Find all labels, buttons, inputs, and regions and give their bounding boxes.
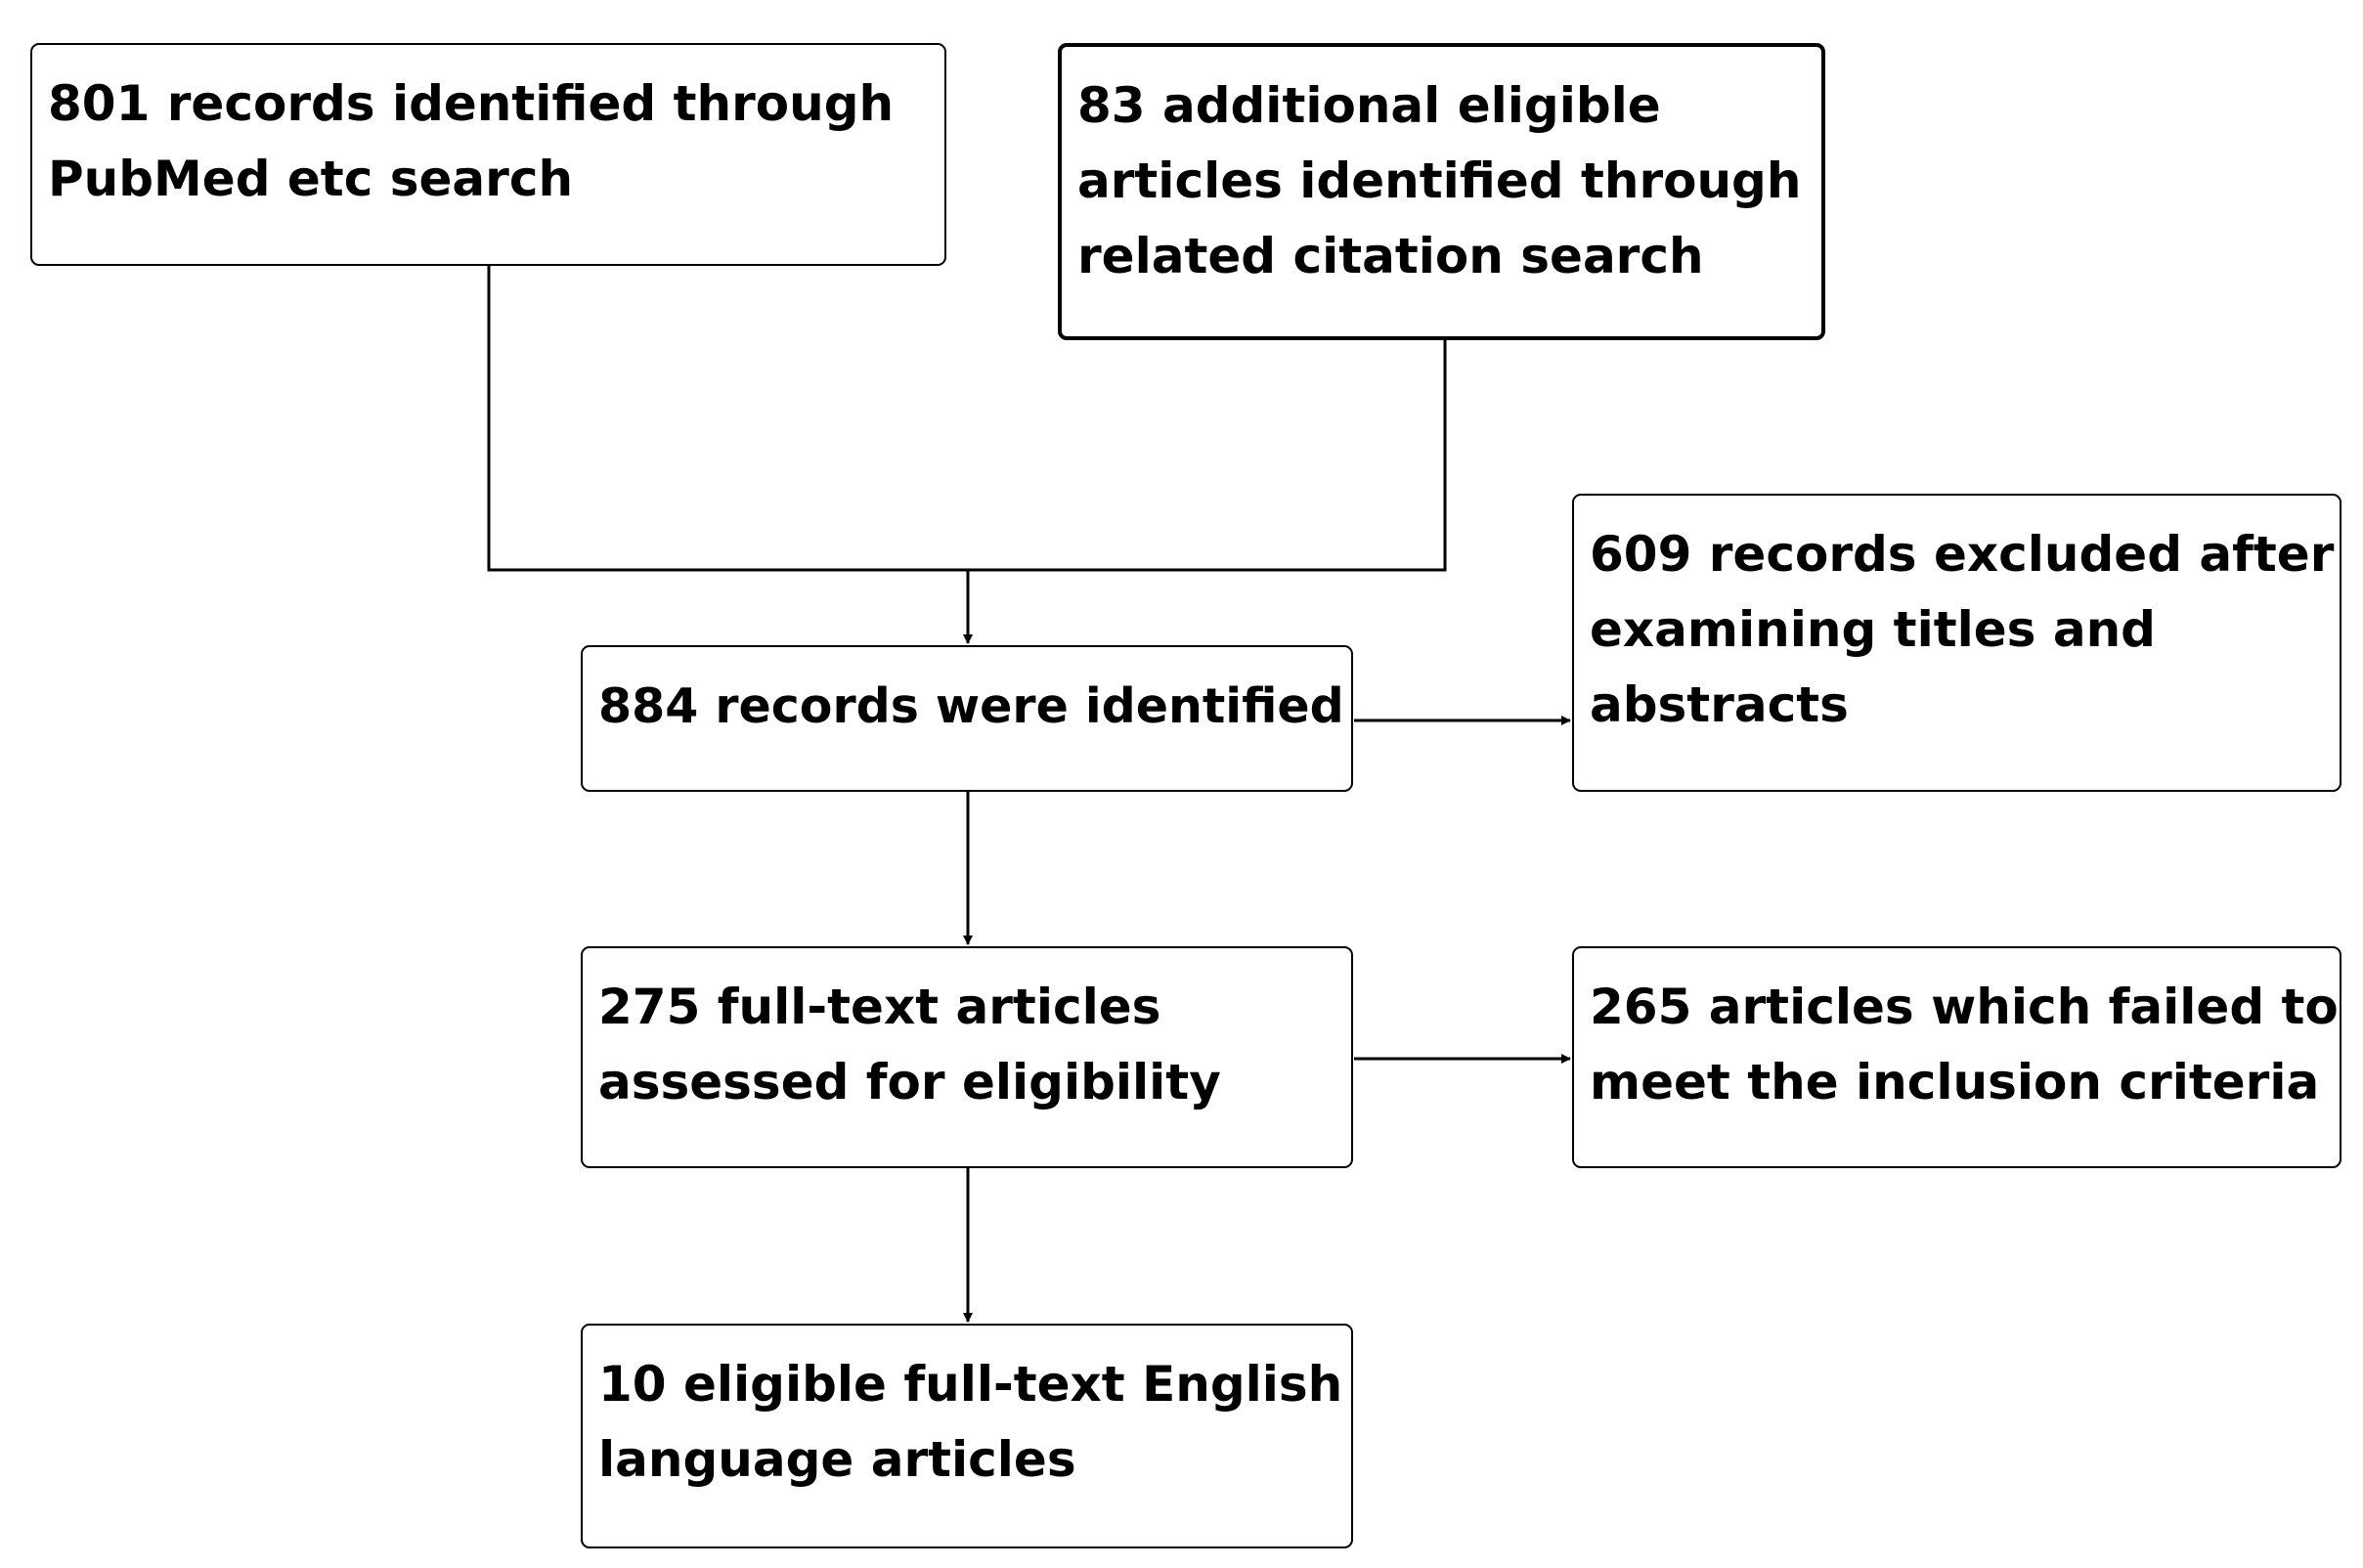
connector-citation-to-merge (968, 340, 1447, 572)
box-line: PubMed etc search (48, 151, 574, 207)
box-line: 275 full-text articles (598, 979, 1161, 1035)
box-citation-records: 83 additional eligible articles identifi… (1058, 43, 1825, 340)
box-pubmed-records: 801 records identified through PubMed et… (30, 43, 946, 266)
box-fulltext-assessed: 275 full-text articles assessed for elig… (581, 946, 1353, 1168)
box-line: 265 articles which failed to (1590, 979, 2339, 1035)
box-line: meet the inclusion criteria (1590, 1054, 2320, 1111)
box-line: examining titles and (1590, 601, 2156, 658)
box-line: 10 eligible full-text English (598, 1356, 1343, 1413)
box-line: language articles (598, 1431, 1076, 1488)
box-line: 801 records identified through (48, 75, 895, 132)
box-eligible-articles: 10 eligible full-text English language a… (581, 1324, 1353, 1548)
box-identified-records: 884 records were identified (581, 645, 1353, 792)
box-failed-criteria: 265 articles which failed to meet the in… (1572, 946, 2341, 1168)
box-line: 83 additional eligible (1077, 77, 1661, 134)
box-line: 884 records were identified (598, 678, 1344, 734)
box-line: articles identified through (1077, 152, 1802, 209)
box-line: assessed for eligibility (598, 1054, 1221, 1111)
connector-pubmed-to-merge (487, 266, 968, 572)
box-line: related citation search (1077, 228, 1704, 284)
box-line: abstracts (1590, 676, 1849, 733)
box-line: 609 records excluded after (1590, 526, 2335, 583)
box-excluded-titles: 609 records excluded after examining tit… (1572, 494, 2341, 792)
